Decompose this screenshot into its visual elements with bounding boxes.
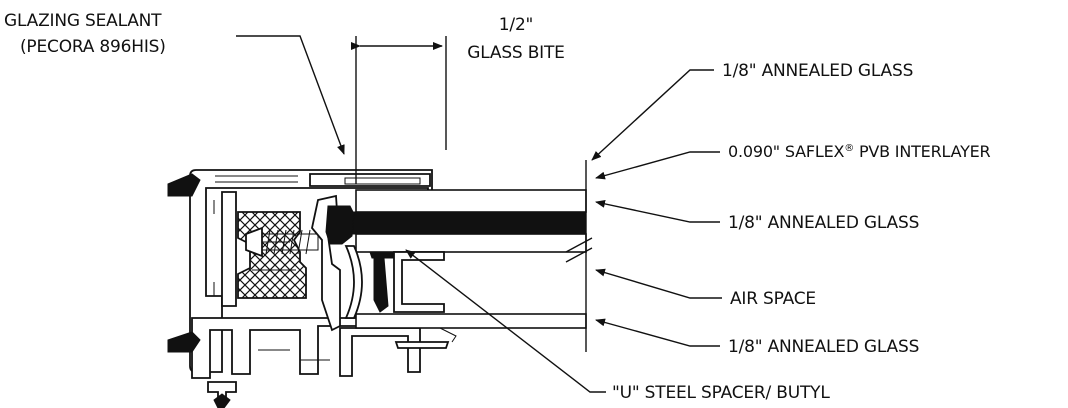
leader-sealant xyxy=(236,35,345,155)
butyl-bead-side xyxy=(373,257,389,313)
leader-lines xyxy=(236,35,722,393)
leader-glass-top xyxy=(591,69,714,161)
leader-glass-bottom xyxy=(595,318,720,347)
glass-pane-bottom xyxy=(355,313,587,329)
glass-pane-middle xyxy=(355,233,587,253)
label-interlayer-prefix: 0.090" SAFLEX xyxy=(728,142,844,161)
label-glass-bottom: 1/8" ANNEALED GLASS xyxy=(728,337,919,357)
label-sealant-line1: GLAZING SEALANT xyxy=(4,11,162,31)
labels: GLAZING SEALANT (PECORA 896HIS) 1/2" GLA… xyxy=(4,11,991,403)
frame-top-slots xyxy=(215,175,421,185)
glass-bite-dimension xyxy=(351,36,447,184)
thermal-break-hatch xyxy=(237,211,307,299)
label-air-space: AIR SPACE xyxy=(730,289,816,309)
label-glass-bite: GLASS BITE xyxy=(467,43,564,63)
label-sealant-line2: (PECORA 896HIS) xyxy=(20,37,166,57)
label-interlayer-reg: ® xyxy=(844,143,854,154)
gasket-bottom xyxy=(167,331,201,353)
label-glass-mid: 1/8" ANNEALED GLASS xyxy=(728,213,919,233)
label-interlayer-suffix: PVB INTERLAYER xyxy=(854,142,990,161)
bottom-hook xyxy=(439,327,457,343)
glazing-sealant-bead xyxy=(325,205,355,245)
screw-shank xyxy=(262,229,319,255)
thermal-break xyxy=(237,211,307,299)
leader-interlayer xyxy=(595,151,720,180)
pvb-interlayer xyxy=(341,211,587,235)
break-marks xyxy=(565,237,593,263)
bottom-lip xyxy=(394,341,450,349)
frame-ribs xyxy=(213,200,330,361)
leader-glass-mid xyxy=(595,199,720,223)
frame-inner-wall xyxy=(221,191,237,307)
u-steel-spacer xyxy=(393,251,445,313)
frame-bottom-leg xyxy=(339,327,421,377)
label-spacer: "U" STEEL SPACER/ BUTYL xyxy=(612,383,830,403)
air-space xyxy=(355,251,587,315)
frame-bottom xyxy=(191,317,361,379)
leader-air-space xyxy=(595,268,722,299)
frame-top-lip xyxy=(309,173,431,187)
screw-head xyxy=(245,226,263,258)
label-glass-top: 1/8" ANNEALED GLASS xyxy=(722,61,913,81)
label-interlayer: 0.090" SAFLEX® PVB INTERLAYER xyxy=(728,142,991,161)
glass-pane-top xyxy=(355,189,587,213)
label-bite-dim: 1/2" xyxy=(499,15,533,35)
frame-gaskets xyxy=(167,173,231,408)
butyl-bead-top xyxy=(369,251,395,259)
gasket-top xyxy=(167,173,201,197)
screw xyxy=(245,226,319,258)
glass-assembly xyxy=(325,160,593,352)
leader-spacer xyxy=(405,249,606,393)
gasket-foot xyxy=(213,393,231,408)
sealant-cavity xyxy=(344,245,363,319)
